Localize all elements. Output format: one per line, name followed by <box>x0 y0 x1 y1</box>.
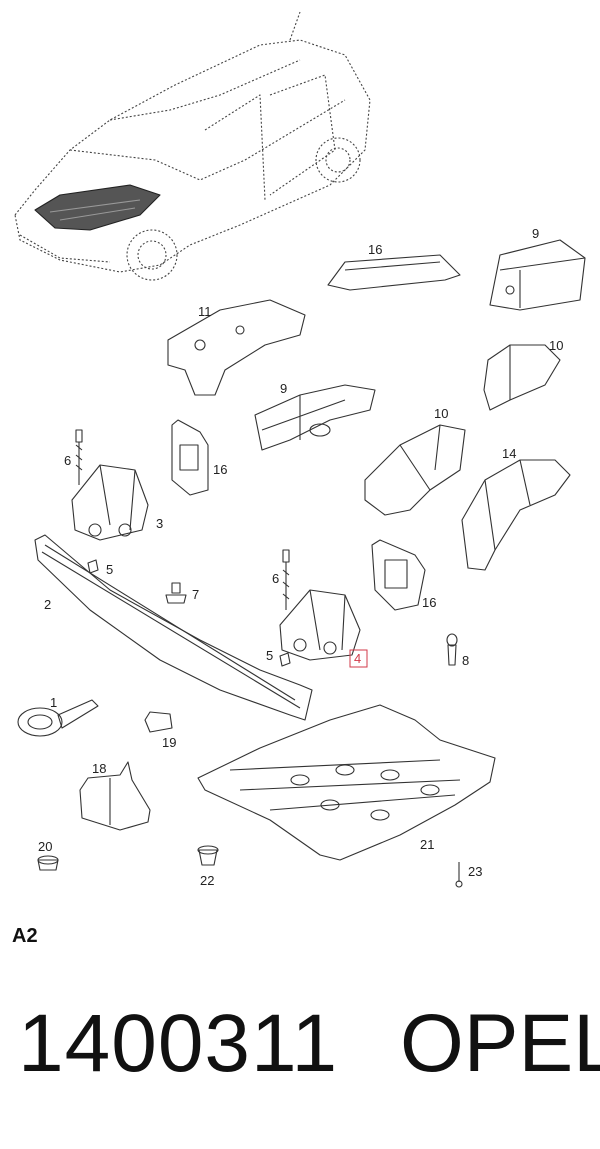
part-17-shape <box>327 254 461 291</box>
brand-name: OPEL <box>400 998 600 1089</box>
label-9: 9 <box>280 381 287 396</box>
car-underbody-panel <box>34 184 161 231</box>
label-3: 3 <box>156 516 163 531</box>
part-22-plug <box>197 845 219 866</box>
label-6-right: 6 <box>272 571 279 586</box>
part-5-nut-right <box>279 652 291 667</box>
part-4-shape <box>279 589 361 661</box>
part-6-bolt-left <box>75 429 83 485</box>
label-13: 11 <box>198 304 212 319</box>
label-5-left: 5 <box>106 562 113 577</box>
label-4-highlight-box <box>349 649 368 668</box>
part-7-bolt <box>165 582 187 604</box>
part-15-shape <box>171 419 209 496</box>
part-6-bolt-right <box>282 549 290 610</box>
label-20: 20 <box>38 839 52 854</box>
label-6-left: 6 <box>64 453 71 468</box>
part-23-screw <box>455 862 463 888</box>
label-21: 21 <box>420 837 434 852</box>
part-number: 1400311 <box>18 998 339 1089</box>
part-13-shape <box>167 299 306 396</box>
part-11-shape <box>489 239 586 311</box>
label-17: 16 <box>368 242 382 257</box>
label-16: 16 <box>422 595 436 610</box>
label-7: 7 <box>192 587 199 602</box>
part-20-plug <box>37 855 59 871</box>
label-22: 22 <box>200 873 214 888</box>
part-labels: 16 9 11 10 9 10 16 14 6 3 5 6 7 16 2 5 4… <box>38 226 563 888</box>
label-14: 14 <box>502 446 516 461</box>
part-21-underbody-panel <box>197 704 496 861</box>
label-15: 16 <box>213 462 227 477</box>
part-2-bumper-beam <box>34 534 313 721</box>
car-illustration <box>14 11 371 281</box>
section-label: A2 <box>12 925 38 947</box>
part-9-shape <box>254 384 376 451</box>
label-10: 10 <box>434 406 448 421</box>
label-5-right: 5 <box>266 648 273 663</box>
part-1-towing-eye <box>17 699 99 737</box>
label-8: 8 <box>462 653 469 668</box>
label-2: 2 <box>44 597 51 612</box>
label-4: 4 <box>354 651 361 666</box>
part-5-nut-left <box>87 559 99 574</box>
part-8-pin <box>446 633 458 666</box>
label-12: 10 <box>549 338 563 353</box>
exploded-parts-diagram: 16 9 11 10 9 10 16 14 6 3 5 6 7 16 2 5 4… <box>14 11 586 888</box>
part-19-clip <box>144 711 173 733</box>
label-19: 19 <box>162 735 176 750</box>
part-18-shape <box>79 761 151 831</box>
label-11: 9 <box>532 226 539 241</box>
label-18: 18 <box>92 761 106 776</box>
part-3-shape <box>71 464 149 541</box>
label-1: 1 <box>50 695 57 710</box>
part-10-shape <box>364 424 466 516</box>
part-12-shape <box>483 344 561 411</box>
label-23: 23 <box>468 864 482 879</box>
part-16-shape <box>371 539 426 611</box>
part-14-shape <box>461 459 571 571</box>
